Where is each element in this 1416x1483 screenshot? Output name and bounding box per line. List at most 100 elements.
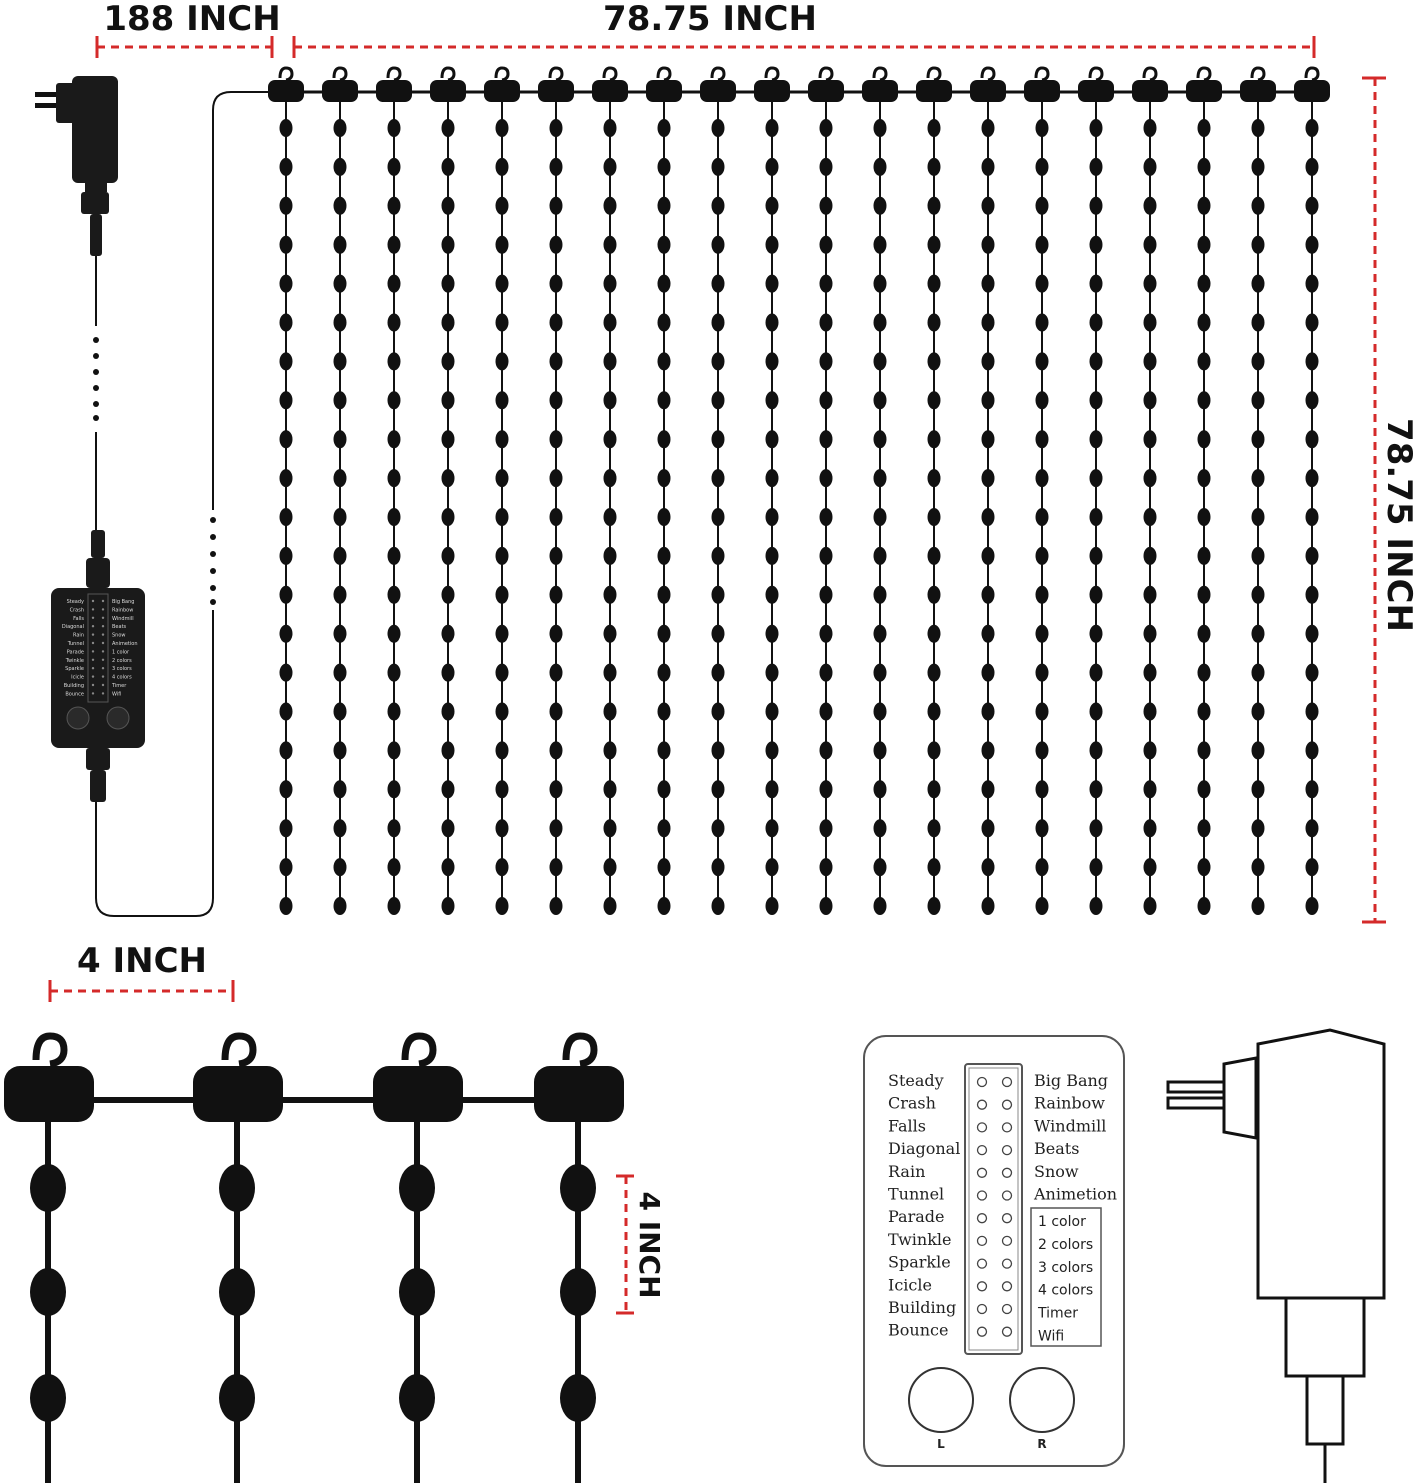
- bulb-icon: [219, 1268, 255, 1316]
- bulb-icon: [711, 663, 725, 682]
- bulb-icon: [927, 235, 941, 254]
- bulb-icon: [279, 780, 293, 799]
- bulb-icon: [765, 819, 779, 838]
- bulb-icon: [441, 858, 455, 877]
- bulb-icon: [549, 858, 563, 877]
- bulb-icon: [549, 780, 563, 799]
- bulb-icon: [387, 546, 401, 565]
- bulb-icon: [1251, 196, 1265, 215]
- bulb-icon: [333, 624, 347, 643]
- bulb-icon: [549, 469, 563, 488]
- indicator-led: [976, 1076, 988, 1088]
- bulb-icon: [1197, 274, 1211, 293]
- bulb-icon: [1035, 624, 1049, 643]
- hook-icon: [548, 66, 564, 82]
- bulb-icon: [819, 235, 833, 254]
- bulb-icon: [560, 1164, 596, 1212]
- option-label: Timer: [1037, 1306, 1078, 1322]
- bulb-icon: [927, 858, 941, 877]
- strand: [862, 66, 898, 915]
- bulb-icon: [333, 119, 347, 137]
- bulb-icon: [1143, 819, 1157, 838]
- bulb-icon: [549, 508, 563, 526]
- hook-icon: [1142, 66, 1158, 82]
- bulb-icon: [441, 352, 455, 371]
- bulb-icon: [927, 157, 941, 176]
- bulb-icon: [1035, 897, 1049, 915]
- bulb-icon: [981, 430, 995, 449]
- connector: [592, 80, 628, 102]
- bulb-icon: [711, 585, 725, 604]
- bulb-icon: [1197, 235, 1211, 254]
- indicator-led: [1001, 1281, 1013, 1292]
- bulb-icon: [495, 313, 509, 332]
- controller-icon: SteadyCrashFallsDiagonalRainTunnelParade…: [51, 530, 145, 802]
- detail-strands: [4, 1032, 624, 1483]
- bulb-icon: [1143, 235, 1157, 254]
- bulb-icon: [981, 274, 995, 293]
- bulb-icon: [549, 430, 563, 449]
- bulb-icon: [873, 858, 887, 877]
- bulb-icon: [441, 585, 455, 604]
- bulb-icon: [333, 858, 347, 877]
- bulb-icon: [30, 1164, 66, 1212]
- bulb-icon: [981, 624, 995, 643]
- bulb-icon: [873, 274, 887, 293]
- mode-label: Twinkle: [888, 1230, 952, 1249]
- bulb-icon: [765, 508, 779, 526]
- bulb-icon: [1089, 546, 1103, 565]
- bulb-icon: [1305, 391, 1319, 410]
- bulb-icon: [819, 741, 833, 760]
- bulb-icon: [1143, 469, 1157, 488]
- bulb-icon: [1143, 663, 1157, 682]
- strand: [700, 66, 736, 915]
- bulb-icon: [657, 430, 671, 449]
- detail-strand: [4, 1032, 94, 1483]
- bulb-icon: [603, 119, 617, 137]
- bulb-icon: [981, 313, 995, 332]
- bulb-icon: [495, 391, 509, 410]
- bulb-icon: [711, 352, 725, 371]
- bulb-icon: [1251, 585, 1265, 604]
- bulb-icon: [765, 858, 779, 877]
- bulb-icon: [1305, 819, 1319, 838]
- bulb-icon: [387, 858, 401, 877]
- curtain-width-dimension: 78.75 INCH: [292, 0, 1316, 58]
- bulb-icon: [387, 157, 401, 176]
- bulb-icon: [1035, 235, 1049, 254]
- bulb-icon: [711, 897, 725, 915]
- bulb-icon: [279, 858, 293, 877]
- hook-icon: [401, 1032, 437, 1068]
- bulb-icon: [495, 858, 509, 877]
- bulb-icon: [657, 313, 671, 332]
- bulb-icon: [1251, 274, 1265, 293]
- bulb-icon: [1089, 119, 1103, 137]
- bulb-icon: [873, 741, 887, 760]
- bulb-icon: [441, 624, 455, 643]
- bulb-icon: [981, 897, 995, 915]
- hook-icon: [1196, 66, 1212, 82]
- bulb-icon: [981, 702, 995, 721]
- bulb-icon: [1305, 196, 1319, 215]
- bulb-icon: [1251, 819, 1265, 838]
- bulb-icon: [711, 624, 725, 643]
- bulb-icon: [873, 469, 887, 488]
- bulb-icon: [1143, 274, 1157, 293]
- bulb-icon: [333, 897, 347, 915]
- mode-label: 1 color: [112, 649, 130, 655]
- bulb-icon: [333, 585, 347, 604]
- bulb-icon: [765, 119, 779, 137]
- bulb-icon: [441, 819, 455, 838]
- option-label: 1 color: [1038, 1214, 1086, 1230]
- adapter-outline-icon: [1166, 1028, 1386, 1483]
- bulb-icon: [1197, 313, 1211, 332]
- hook-icon: [32, 1032, 68, 1068]
- bulb-icon: [981, 741, 995, 760]
- bulb-icon: [1251, 469, 1265, 488]
- bulb-icon: [279, 897, 293, 915]
- bulb-icon: [219, 1164, 255, 1212]
- bulb-icon: [819, 352, 833, 371]
- bulb-spacing-dimension: 4 INCH: [616, 1174, 666, 1315]
- mode-label: Snow: [112, 633, 126, 639]
- bulb-icon: [1197, 157, 1211, 176]
